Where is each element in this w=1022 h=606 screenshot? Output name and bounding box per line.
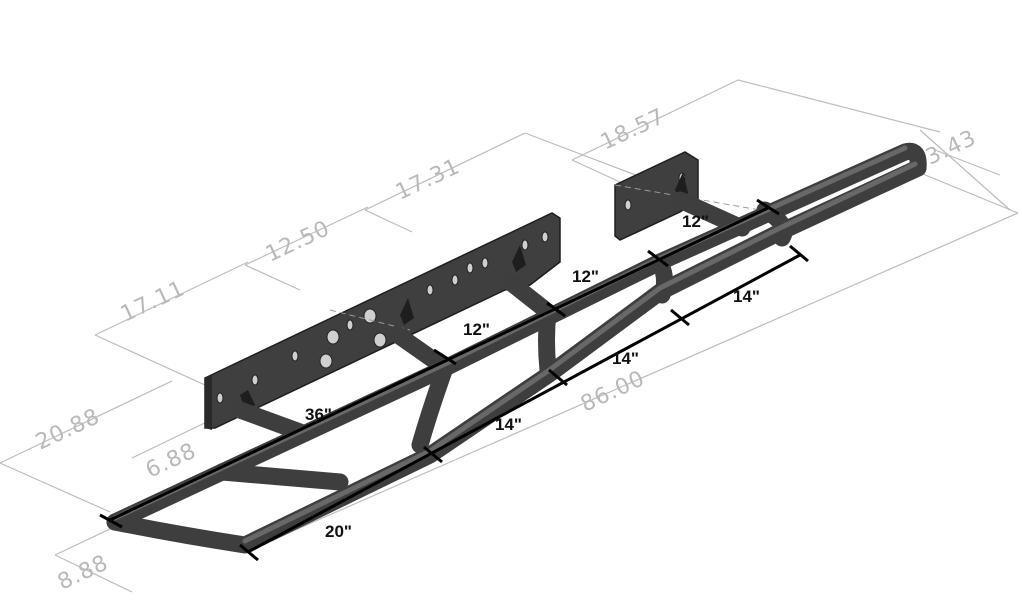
seg-label-12-mid: 12" xyxy=(572,267,599,286)
seg-label-14-left: 14" xyxy=(495,415,522,434)
dim-17-31: 17.31 xyxy=(392,154,464,205)
tube-frame xyxy=(106,142,927,554)
dim-18-57: 18.57 xyxy=(597,104,669,155)
seg-label-36: 36" xyxy=(305,405,332,424)
seg-label-14-right: 14" xyxy=(733,287,760,306)
seg-label-20: 20" xyxy=(325,522,352,541)
dim-12-50: 12.50 xyxy=(262,216,334,267)
seg-label-14-mid: 14" xyxy=(612,349,639,368)
dim-86-00: 86.00 xyxy=(577,366,649,417)
dim-6-88: 6.88 xyxy=(142,438,201,483)
dim-20-88: 20.88 xyxy=(32,404,104,455)
dim-17-11: 17.11 xyxy=(117,276,189,327)
seg-label-12-left: 12" xyxy=(463,320,490,339)
segment-labels: 12" 12" 14" 12" 14" 36" 14" 20" xyxy=(305,212,760,541)
dim-8-88: 8.88 xyxy=(54,550,113,595)
measurement-markings xyxy=(99,198,809,562)
seg-label-12-top: 12" xyxy=(682,212,709,231)
long-mounting-plate xyxy=(204,212,561,430)
